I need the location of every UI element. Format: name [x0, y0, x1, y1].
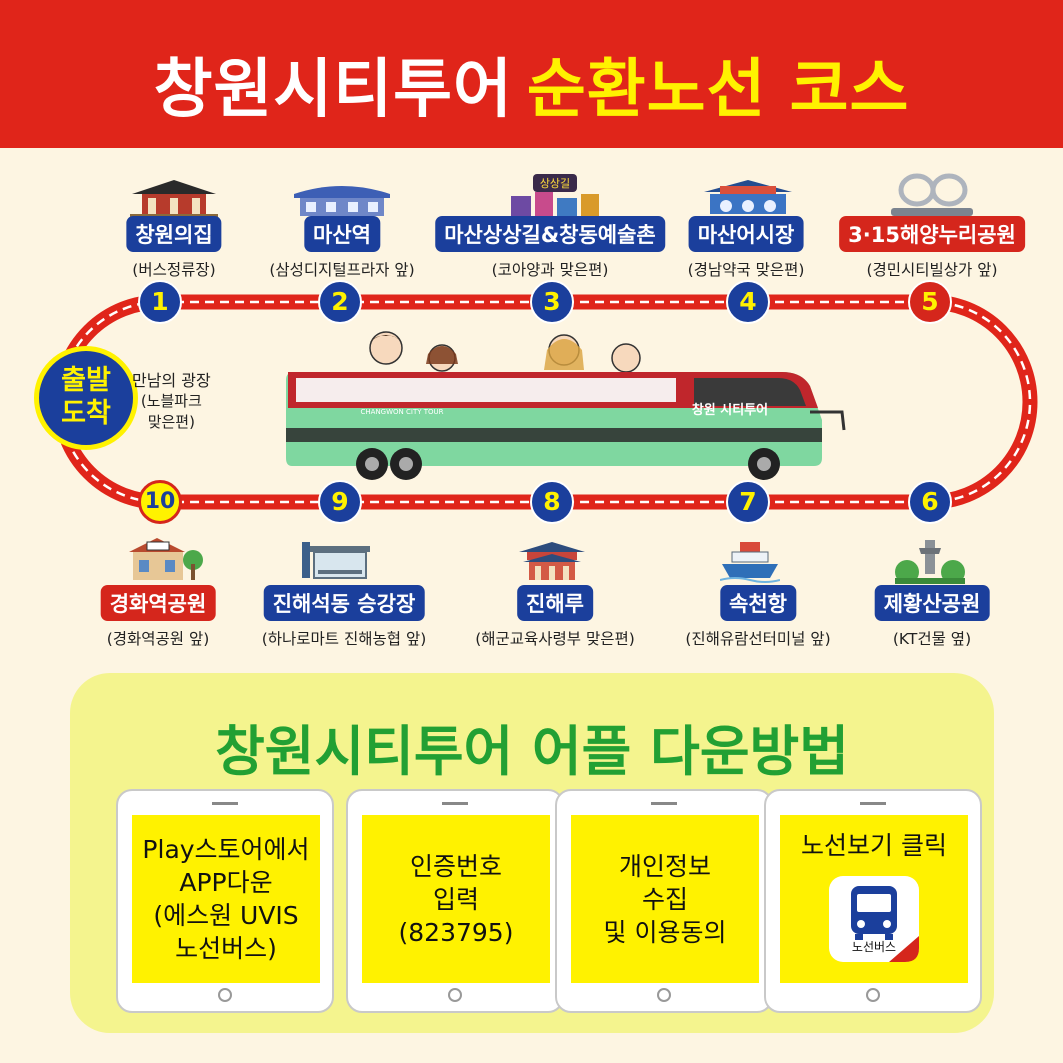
step-screen: 개인정보 수집 및 이용동의 — [571, 815, 759, 983]
step-line: 입력 — [432, 884, 479, 914]
phone-home-button — [866, 988, 880, 1002]
step-screen: Play스토어에서 APP다운 (에스원 UVIS 노선버스) — [132, 815, 320, 983]
stop-name: 제황산공원 — [874, 585, 990, 621]
stop-7: 속천항 (진해유람선터미널 앞) — [685, 585, 831, 649]
step-line: (에스원 UVIS — [153, 901, 299, 930]
start-sub2: 맞은편) — [147, 413, 195, 431]
stop-number-10: 10 — [138, 480, 182, 524]
step-line: 인증번호 — [409, 851, 502, 881]
stop-number-4: 4 — [726, 280, 770, 324]
stop-number-6: 6 — [908, 480, 952, 524]
stop-number-2: 2 — [318, 280, 362, 324]
step-line: Play스토어에서 — [142, 835, 310, 864]
start-place: 만남의 광장 — [132, 371, 211, 390]
stop-2: 마산역 (삼성디지털프라자 앞) — [269, 216, 415, 280]
stop-1: 창원의집 (버스정류장) — [126, 216, 222, 280]
step-line: 노선버스) — [175, 934, 277, 963]
fish-market-gate-icon — [704, 180, 792, 214]
title-white: 창원시티투어 — [153, 53, 513, 127]
stop-name: 마산상상길&창동예술촌 — [435, 216, 665, 252]
phone-home-button — [218, 988, 232, 1002]
stop-6: 제황산공원 (KT건물 옆) — [874, 585, 990, 649]
stop-9: 진해석동 승강장 (하나로마트 진해농협 앞) — [261, 585, 427, 649]
step-line: 개인정보 — [618, 851, 711, 881]
stop-name: 진해루 — [517, 585, 593, 621]
stop-location: (버스정류장) — [132, 261, 216, 279]
stop-name: 속천항 — [720, 585, 796, 621]
app-title: 창원시티투어 어플 다운방법 — [215, 720, 849, 783]
stop-number-8: 8 — [530, 480, 574, 524]
hanok-house-icon — [130, 180, 218, 218]
stop-name: 진해석동 승강장 — [263, 585, 425, 621]
step-screen: 노선보기 클릭 노선버스 — [780, 815, 968, 983]
stop-name: 3·15해양누리공원 — [839, 216, 1025, 252]
phone-speaker — [212, 802, 238, 805]
stop-location: (코아양과 맞은편) — [491, 261, 609, 279]
stop-name: 마산어시장 — [688, 216, 804, 252]
phone-speaker — [860, 802, 886, 805]
stop-location: (경남약국 맞은편) — [687, 261, 805, 279]
stop-4: 마산어시장 (경남약국 맞은편) — [687, 216, 805, 280]
stop-location: (진해유람선터미널 앞) — [685, 630, 831, 648]
station-house-icon — [129, 538, 203, 580]
stop-number-9: 9 — [318, 480, 362, 524]
stop-location: (하나로마트 진해농협 앞) — [261, 630, 427, 648]
city-tour-bus-icon: 창원 시티투어 CHANGWON CITY TOUR — [286, 331, 846, 480]
stop-name: 창원의집 — [126, 216, 222, 252]
step-screen: 인증번호 입력 (823795) — [362, 815, 550, 983]
stop-location: (KT건물 옆) — [892, 630, 972, 648]
svg-text:상상길: 상상길 — [540, 177, 570, 190]
stop-location: (삼성디지털프라자 앞) — [269, 261, 415, 279]
start-finish-badge: 출발 도착 — [34, 346, 138, 450]
tower-park-icon — [895, 540, 965, 584]
stop-name: 마산역 — [304, 216, 380, 252]
stop-10: 경화역공원 (경화역공원 앞) — [100, 585, 216, 649]
stop-number-5: 5 — [908, 280, 952, 324]
pavilion-icon — [519, 542, 585, 580]
phone-speaker — [651, 802, 677, 805]
step-card-2: 인증번호 입력 (823795) — [346, 789, 564, 1013]
bus-stop-shelter-icon — [302, 542, 370, 579]
svg-text:창원 시티투어: 창원 시티투어 — [692, 402, 768, 418]
stop-location: (경민시티빌상가 앞) — [866, 261, 998, 279]
phone-home-button — [448, 988, 462, 1002]
art-street-sign-icon: 상상길 — [511, 174, 599, 216]
step-card-4: 노선보기 클릭 노선버스 — [764, 789, 982, 1013]
stop-number-7: 7 — [726, 480, 770, 524]
step-line: 및 이용동의 — [603, 917, 727, 947]
stop-8: 진해루 (해군교육사령부 맞은편) — [475, 585, 635, 649]
start-location: 만남의 광장 (노블파크 맞은편) — [132, 370, 211, 433]
start-label: 출발 — [61, 365, 111, 396]
bridge-sculpture-icon — [891, 173, 973, 216]
stop-location: (해군교육사령부 맞은편) — [475, 630, 635, 648]
svg-text:CHANGWON CITY TOUR: CHANGWON CITY TOUR — [361, 408, 444, 416]
bus-app-label: 노선버스 — [851, 940, 897, 954]
phone-speaker — [442, 802, 468, 805]
step-line: 수집 — [641, 884, 688, 914]
station-building-icon — [294, 186, 390, 216]
finish-label: 도착 — [61, 398, 111, 429]
step-line: APP다운 — [179, 868, 273, 897]
step-line: (823795) — [398, 917, 514, 947]
start-sub1: (노블파크 — [140, 392, 202, 410]
stop-5: 3·15해양누리공원 (경민시티빌상가 앞) — [839, 216, 1025, 280]
bus-icon — [851, 886, 919, 962]
phone-home-button — [657, 988, 671, 1002]
stop-3: 마산상상길&창동예술촌 (코아양과 맞은편) — [435, 216, 665, 280]
step-card-3: 개인정보 수집 및 이용동의 — [555, 789, 773, 1013]
stop-name: 경화역공원 — [100, 585, 216, 621]
title-yellow: 순환노선 코스 — [526, 53, 910, 127]
stop-number-1: 1 — [138, 280, 182, 324]
ferry-ship-icon — [720, 542, 780, 583]
stop-number-3: 3 — [530, 280, 574, 324]
step-card-1: Play스토어에서 APP다운 (에스원 UVIS 노선버스) — [116, 789, 334, 1013]
bus-app-icon: 노선버스 — [829, 876, 919, 962]
step-line: 노선보기 클릭 — [801, 831, 947, 860]
stop-location: (경화역공원 앞) — [106, 630, 210, 648]
